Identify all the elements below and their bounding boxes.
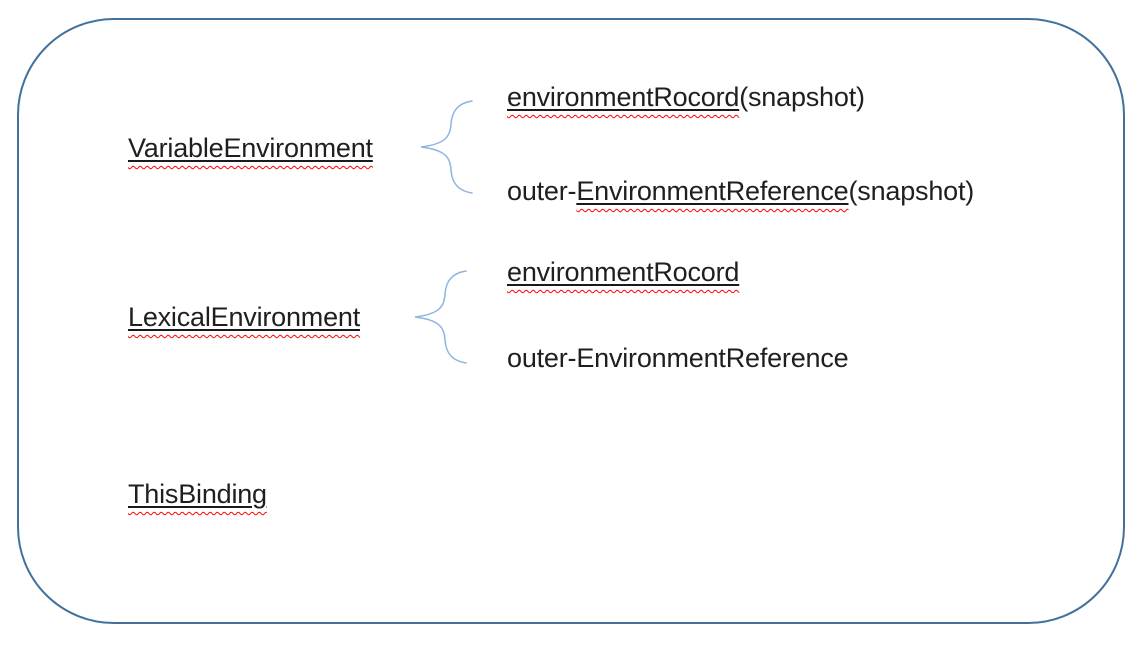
left-curly-brace-icon xyxy=(420,100,473,194)
label-this-binding: ThisBinding xyxy=(128,478,267,510)
label-text: VariableEnvironment xyxy=(128,133,373,163)
term-prefix: outer-EnvironmentReference xyxy=(507,343,849,373)
term-underlined: environmentRocord xyxy=(507,257,740,287)
label-variable-environment: VariableEnvironment xyxy=(128,132,373,164)
spell-underline: environmentRocord xyxy=(507,82,739,112)
term-suffix: (snapshot) xyxy=(848,176,975,206)
rounded-rectangle-border xyxy=(17,18,1125,624)
spell-underline: environmentRocord xyxy=(507,257,739,287)
term-underlined: environmentRocord xyxy=(507,82,740,112)
spell-underline: LexicalEnvironment xyxy=(128,302,360,332)
term-outer-environment-reference-snapshot: outer-EnvironmentReference(snapshot) xyxy=(507,175,974,207)
term-prefix: outer- xyxy=(507,176,577,206)
spell-underline: ThisBinding xyxy=(128,479,267,509)
term-environment-rocord: environmentRocord xyxy=(507,256,739,288)
label-text: ThisBinding xyxy=(128,479,267,509)
term-suffix: (snapshot) xyxy=(739,82,865,112)
term-outer-environment-reference: outer-EnvironmentReference xyxy=(507,342,849,374)
term-environment-rocord-snapshot: environmentRocord(snapshot) xyxy=(507,81,865,113)
label-text: LexicalEnvironment xyxy=(128,302,361,332)
spell-underline: VariableEnvironment xyxy=(128,133,373,163)
left-curly-brace-icon xyxy=(414,270,467,364)
term-underlined: EnvironmentReference xyxy=(576,176,849,206)
label-lexical-environment: LexicalEnvironment xyxy=(128,301,360,333)
spell-underline: EnvironmentReference xyxy=(576,176,848,206)
